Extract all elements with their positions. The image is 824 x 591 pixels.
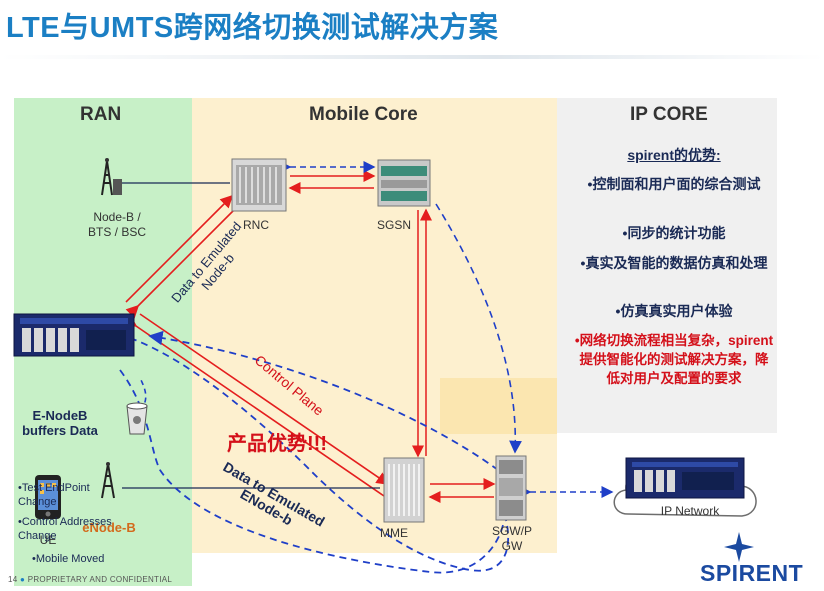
- enodeb-rnc-control-1: [125, 194, 234, 303]
- advantage-highlight: •网络切换流程相当复杂，spirent提供智能化的测试解决方案，降低对用户及配置…: [574, 333, 774, 386]
- ue-note-endpoint: •Test EndPoint Change: [18, 482, 90, 508]
- mobile-core-band: [440, 378, 557, 434]
- rnc-label: RNC: [243, 218, 269, 232]
- ip-core-zone: [557, 98, 777, 433]
- ran-zone-title: RAN: [80, 104, 122, 125]
- enodeb-tower-icon: [94, 460, 122, 500]
- enodeb-label: eNode-B: [82, 520, 136, 535]
- ip-core-zone-title: IP CORE: [630, 104, 708, 125]
- mme-label: MME: [380, 526, 408, 540]
- rnc-device-icon: [230, 157, 288, 213]
- advantage-item-3: •真实及智能的数据仿真和处理: [580, 255, 768, 271]
- data-flow-2: [119, 369, 506, 574]
- advantage-item-1: •控制面和用户面的综合测试: [587, 176, 761, 192]
- ip-network-label: IP Network: [660, 504, 720, 518]
- ue-note-addresses: •Control Addresses Change: [18, 516, 112, 542]
- ue-note-moved: •Mobile Moved: [32, 553, 105, 565]
- ip-network-cloud: [606, 456, 766, 528]
- data-flow-3: [148, 330, 499, 471]
- sgsn-device-icon: [376, 158, 432, 208]
- sgsn-sgw-data: [435, 203, 522, 454]
- mobile-core-zone-title: Mobile Core: [309, 104, 418, 125]
- sgw-label: SGW/P GW: [491, 524, 532, 553]
- enodeb-emulator-icon: [12, 312, 136, 358]
- advantages-heading: spirent的优势:: [627, 147, 721, 163]
- slide-title: LTE与UMTS跨网络切换测试解决方案: [6, 12, 499, 44]
- enodeb-buffers-label: E-NodeB buffers Data: [22, 408, 98, 438]
- spirent-logo: SPIRENT: [700, 560, 804, 586]
- nodeb-label: Node-B / BTS / BSC: [87, 210, 146, 239]
- nodeb-tower-icon: [92, 155, 122, 197]
- spirent-star-icon: [724, 532, 754, 562]
- enodeb-rnc-control-2: [125, 203, 241, 319]
- ue-label: UE: [39, 533, 57, 547]
- advantage-item-2: •同步的统计功能: [622, 225, 726, 241]
- footer: 14 ● PROPRIETARY AND CONFIDENTIAL: [8, 575, 172, 584]
- page-number: 14: [8, 575, 18, 584]
- sgsn-label: SGSN: [376, 218, 411, 232]
- sgw-device-icon: [494, 454, 528, 522]
- footer-text: PROPRIETARY AND CONFIDENTIAL: [27, 575, 173, 584]
- buffer-bucket-icon: [124, 400, 150, 436]
- enodeb-mme-control-2: [139, 313, 390, 485]
- advantage-item-4: •仿真真实用户体验: [615, 303, 733, 319]
- ue-phone-icon: [34, 474, 62, 520]
- mme-device-icon: [382, 456, 426, 524]
- enodeb-mme-control-1: [123, 314, 385, 497]
- title-divider: [0, 55, 824, 59]
- footer-bullet-icon: ●: [20, 575, 26, 584]
- product-advantage-label: 产品优势!!!: [227, 433, 327, 455]
- data-flow-1: [129, 337, 513, 572]
